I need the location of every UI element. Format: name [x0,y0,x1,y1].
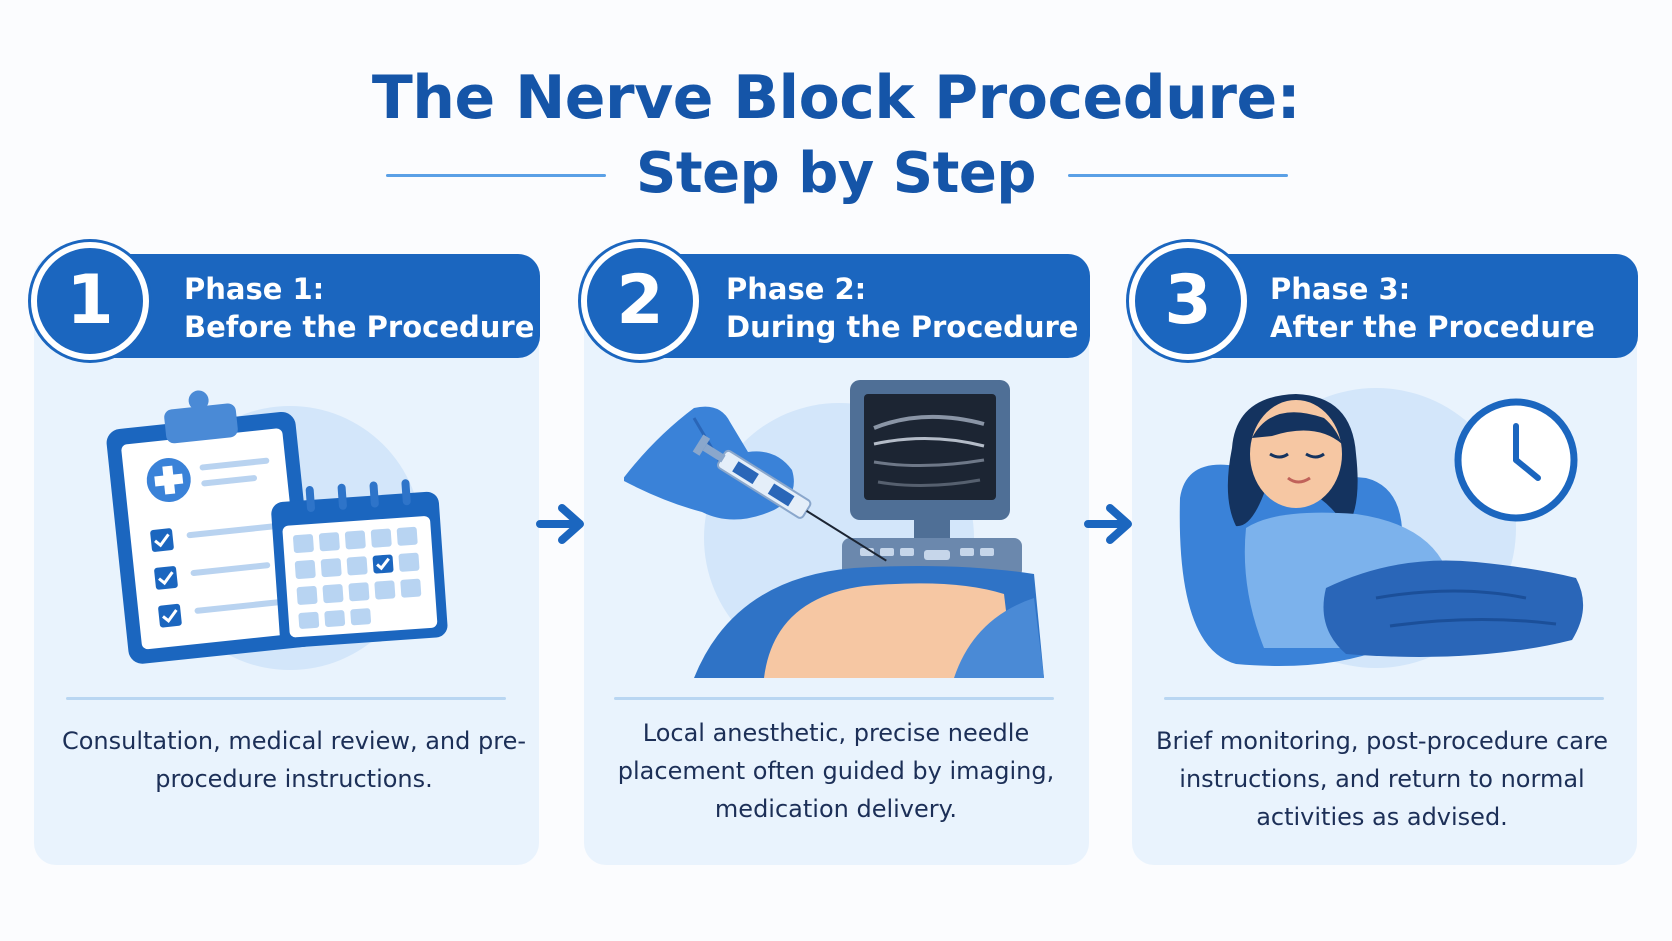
phase-description-3: Brief monitoring, post-procedure care in… [1155,727,1608,831]
title-rule-right [1068,174,1288,177]
page-title: The Nerve Block Procedure: [371,63,1301,133]
arrow-right-icon [536,504,584,544]
phase-heading-3: Phase 3: After the Procedure [1270,270,1595,346]
page-subtitle: Step by Step [636,141,1036,206]
phase-divider-3 [1164,697,1604,700]
phase-heading-2: Phase 2: During the Procedure [726,270,1078,346]
phase-number-badge-1: 1 [31,242,149,360]
clipboard-calendar-icon [106,390,448,670]
phase-heading-1-line2: Before the Procedure [184,310,535,344]
phase-divider-1 [66,697,506,700]
phase-banner-1 [100,254,540,358]
phase-heading-2-line2: During the Procedure [726,310,1079,344]
phase-heading-3-line1: Phase 3: [1270,272,1411,306]
phase-banner-2 [650,254,1090,358]
phase-heading-3-line2: After the Procedure [1270,310,1595,344]
phase-number-badge-2: 2 [581,242,699,360]
phase-description-1: Consultation, medical review, and pre-pr… [61,727,527,793]
phase-heading-2-line1: Phase 2: [726,272,867,306]
phase-description-2: Local anesthetic, precise needle placeme… [617,719,1055,823]
phase-heading-1: Phase 1: Before the Procedure [184,270,534,346]
arrow-right-icon-2 [1084,504,1132,544]
phase-banner-3 [1198,254,1638,358]
title-rule-left [386,174,606,177]
ultrasound-needle-icon [624,380,1044,678]
resting-patient-clock-icon [1179,388,1584,668]
phase-heading-1-line1: Phase 1: [184,272,325,306]
phase-number-badge-3: 3 [1129,242,1247,360]
phase-divider-2 [614,697,1054,700]
